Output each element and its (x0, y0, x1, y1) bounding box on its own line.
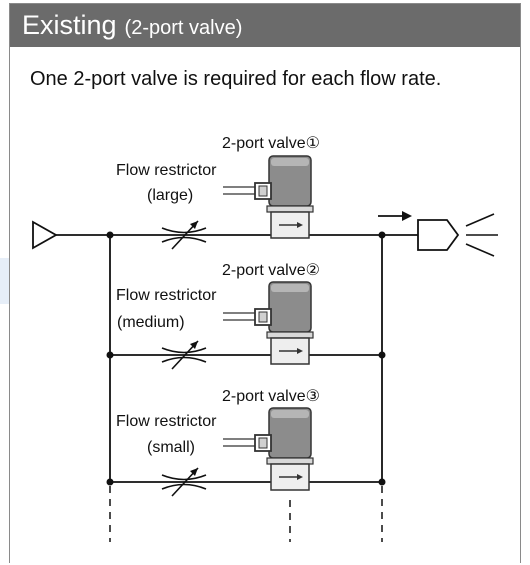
outlet-symbol (417, 219, 460, 251)
restrictor-3-line2: (small) (147, 439, 195, 456)
header-title: Existing (22, 10, 117, 40)
valve-2-label: 2-port valve② (222, 262, 320, 279)
source-symbol (32, 220, 58, 250)
flow-arrow-head (402, 211, 412, 221)
description-text: One 2-port valve is required for each fl… (30, 68, 442, 90)
diagram-panel: Existing (2-port valve) One 2-port valve… (9, 3, 521, 563)
restrictor-2-line2: (medium) (117, 314, 185, 331)
valve-3-label: 2-port valve③ (222, 388, 320, 405)
dashed-continuations (109, 486, 383, 542)
header-subtitle: (2-port valve) (124, 16, 243, 39)
side-tab (0, 258, 9, 304)
restrictor-1-line1: Flow restrictor (116, 162, 217, 179)
valve-3-symbol (222, 407, 314, 491)
restrictor-2-line1: Flow restrictor (116, 287, 217, 304)
valve-2-symbol (222, 281, 314, 365)
valve-1-label: 2-port valve① (222, 135, 320, 152)
restrictor-3-line1: Flow restrictor (116, 413, 217, 430)
restrictor-1-line2: (large) (147, 187, 193, 204)
junction-dots (106, 231, 386, 486)
panel-header: Existing (2-port valve) (10, 4, 520, 47)
valve-1-symbol (222, 155, 314, 239)
exhaust-lines (465, 213, 498, 257)
